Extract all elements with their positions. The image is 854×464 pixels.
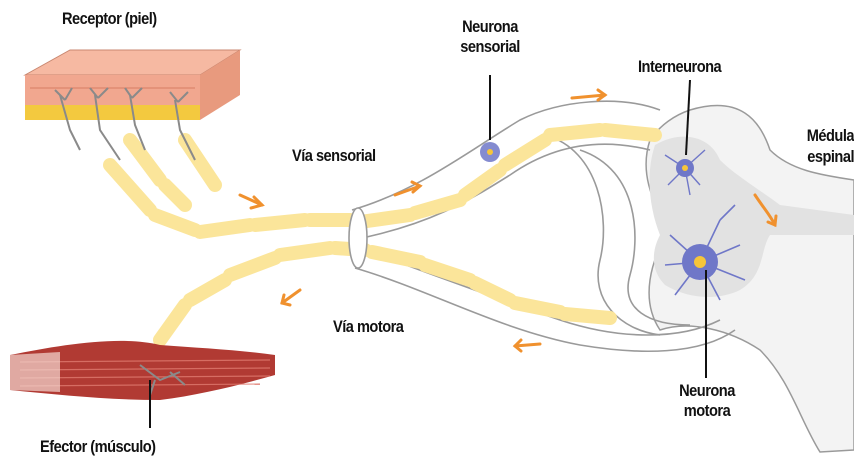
- motor-segment: [160, 305, 185, 340]
- arrow-icon: [572, 90, 605, 100]
- label-neurona-motora-1: Neurona: [660, 380, 755, 401]
- label-neurona-sensorial-1: Neurona: [447, 16, 533, 37]
- label-interneurona: Interneurona: [638, 56, 721, 77]
- sensory-segment: [110, 165, 150, 210]
- sensory-neuron-body: [480, 75, 500, 162]
- sensory-segment: [360, 215, 410, 222]
- label-medula-2: espinal: [765, 146, 854, 167]
- label-medula-1: Médula: [765, 125, 854, 146]
- sensory-segment: [550, 130, 600, 135]
- arrow-icon: [515, 340, 540, 351]
- motor-segment: [425, 265, 470, 280]
- sensory-segment: [200, 225, 250, 232]
- label-neurona-motora-2: motora: [660, 400, 755, 421]
- motor-segment: [515, 303, 560, 312]
- sensory-axon: [110, 130, 655, 232]
- arrow-icon: [240, 195, 262, 208]
- nerve-cross-section: [349, 208, 367, 268]
- sensory-segment: [130, 140, 160, 180]
- sensory-segment: [155, 215, 195, 230]
- sensory-segment: [185, 140, 215, 185]
- label-via-motora: Vía motora: [333, 316, 403, 337]
- label-neurona-sensorial-2: sensorial: [447, 36, 533, 57]
- label-efector: Efector (músculo): [40, 436, 156, 457]
- sensory-segment: [605, 130, 655, 135]
- arrow-icon: [282, 290, 300, 305]
- sensory-segment: [165, 185, 185, 205]
- label-receptor: Receptor (piel): [62, 8, 157, 29]
- motor-segment: [230, 258, 275, 275]
- sensory-segment: [415, 200, 460, 213]
- motor-segment: [475, 283, 510, 300]
- sensory-segment: [255, 220, 305, 225]
- motor-segment: [190, 280, 225, 300]
- label-via-sensorial: Vía sensorial: [292, 145, 376, 166]
- sensory-segment: [505, 140, 545, 165]
- motor-axon: [155, 248, 610, 360]
- motor-segment: [280, 248, 330, 255]
- muscle-effector: [10, 341, 275, 400]
- motor-segment: [565, 314, 610, 318]
- motor-segment: [372, 252, 420, 262]
